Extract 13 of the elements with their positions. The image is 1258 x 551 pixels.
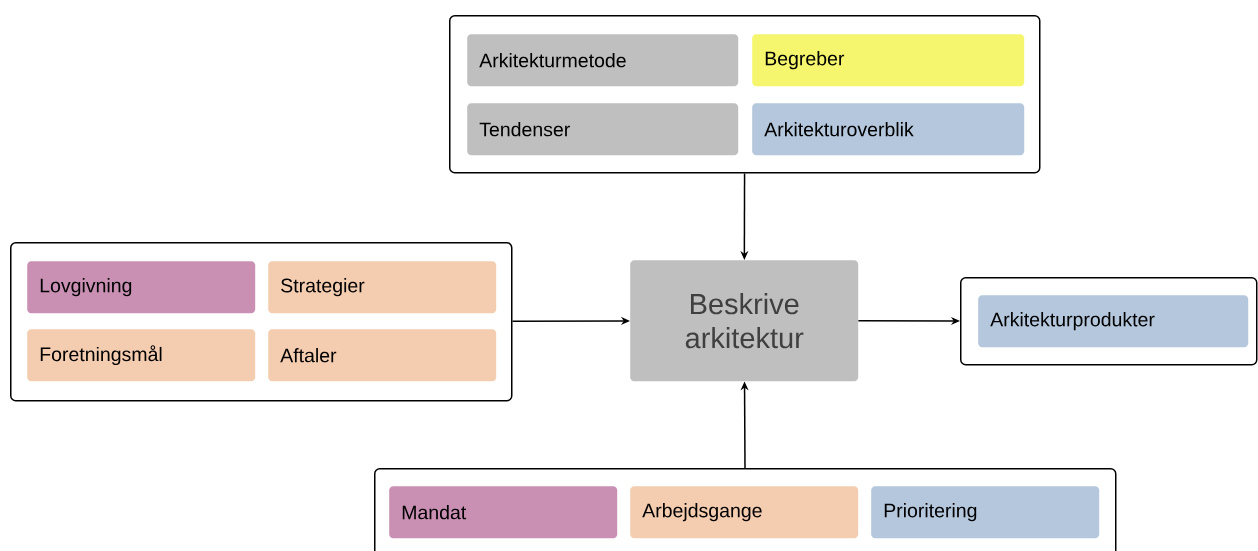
item-box: Begreber (752, 34, 1025, 87)
item-box: Lovgivning (27, 261, 256, 314)
item-box: Arkitekturoverblik (752, 103, 1025, 156)
item-box: Foretningsmål (27, 329, 256, 382)
item-box: Aftaler (268, 329, 497, 382)
item-box: Arbejdsgange (630, 486, 859, 539)
item-box: Mandat (389, 486, 618, 539)
item-box: Prioritering (871, 486, 1100, 539)
item-box: Tendenser (467, 103, 739, 156)
item-box: Arkitekturmetode (467, 34, 739, 87)
process-box: Beskrive arkitektur (630, 260, 859, 382)
item-box: Arkitekturprodukter (978, 295, 1249, 348)
item-box: Strategier (268, 261, 497, 314)
